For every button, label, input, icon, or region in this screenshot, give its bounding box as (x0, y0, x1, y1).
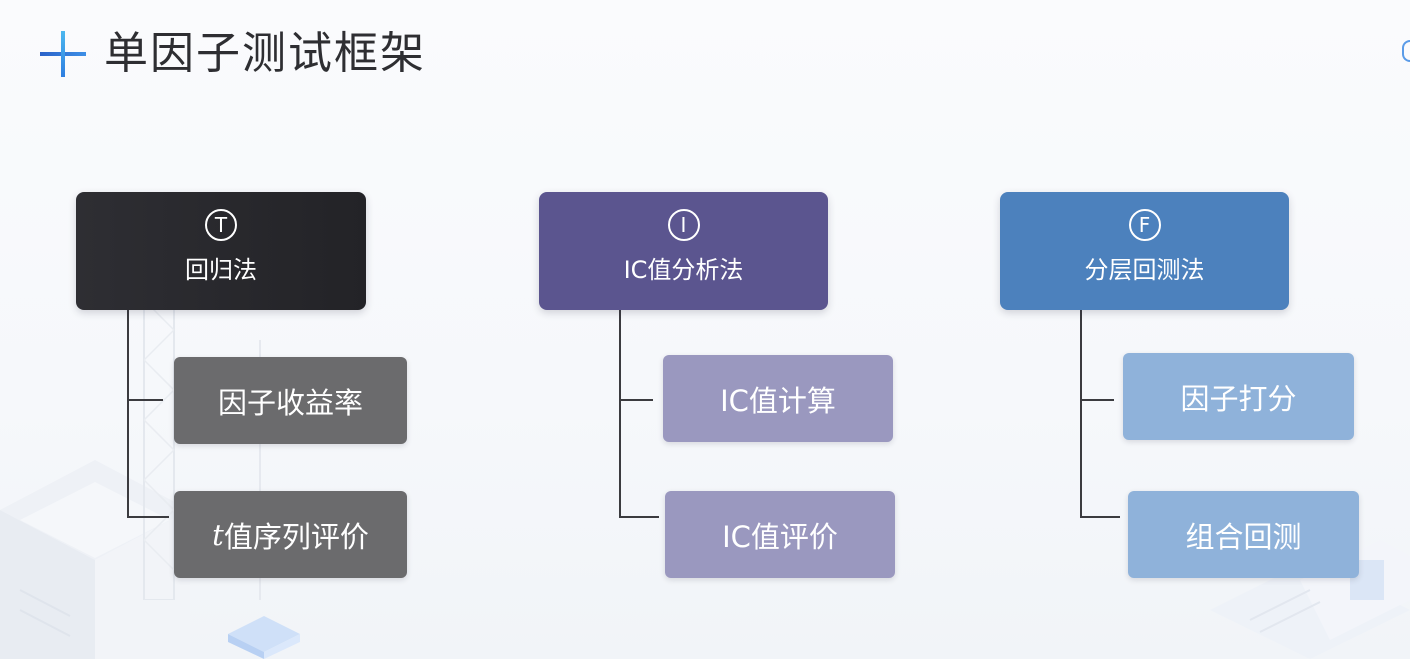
letter-f-circle-icon: F (1128, 209, 1161, 241)
step-label-prefix: t (212, 517, 224, 552)
method-title: 回归法 (185, 256, 257, 284)
plus-icon (40, 31, 86, 77)
connector-vertical-3 (1080, 310, 1082, 518)
connector-branch-2b (621, 516, 659, 518)
step-card-portfolio-backtest: 组合回测 (1128, 491, 1359, 578)
edge-arc-icon (1402, 40, 1410, 62)
gem-illustration (228, 616, 300, 659)
step-card-factor-scoring: 因子打分 (1123, 353, 1354, 440)
method-card-layered-backtest: F 分层回测法 (1000, 192, 1289, 310)
letter-i-circle-icon: I (667, 209, 700, 241)
connector-branch-1b (129, 516, 169, 518)
step-label: 因子打分 (1180, 381, 1297, 416)
connector-branch-3a (1082, 399, 1114, 401)
step-card-factor-return: 因子收益率 (174, 357, 407, 444)
connector-branch-3b (1082, 516, 1120, 518)
connector-branch-2a (621, 399, 653, 401)
connector-vertical-2 (619, 310, 621, 518)
step-label: IC值计算 (720, 383, 836, 418)
page-title: 单因子测试框架 (104, 28, 426, 79)
method-title: 分层回测法 (1084, 256, 1205, 284)
letter-t-circle-icon: T (205, 209, 237, 241)
step-label: 组合回测 (1185, 519, 1302, 554)
step-label: IC值评价 (722, 519, 838, 554)
method-card-ic-analysis: I IC值分析法 (539, 192, 828, 310)
step-label: 值序列评价 (223, 519, 369, 554)
connector-branch-1a (129, 399, 163, 401)
connector-vertical-1 (127, 310, 129, 518)
method-title: IC值分析法 (623, 256, 744, 284)
method-card-regression: T 回归法 (76, 192, 366, 310)
step-label: 因子收益率 (217, 385, 363, 420)
step-card-ic-calc: IC值计算 (663, 355, 893, 442)
step-card-ic-eval: IC值评价 (665, 491, 895, 578)
title-bar: 单因子测试框架 (40, 26, 426, 82)
isometric-building-illustration (0, 460, 190, 659)
